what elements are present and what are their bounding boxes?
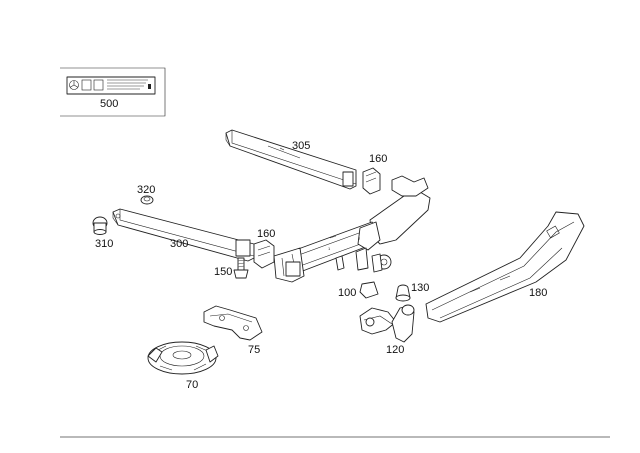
label-70: 70 <box>186 379 198 391</box>
crossbar-300 <box>112 208 255 262</box>
label-100: 100 <box>338 287 356 299</box>
label-120: 120 <box>386 344 404 356</box>
svg-text:2: 2 <box>358 236 361 241</box>
label-500: 500 <box>100 98 118 110</box>
bumper-beam-180 <box>425 211 585 323</box>
crossbar-305 <box>225 129 357 190</box>
svg-text:1: 1 <box>328 246 331 251</box>
bracket-160-upper <box>362 167 381 195</box>
clip-320 <box>140 195 154 205</box>
label-305: 305 <box>292 140 310 152</box>
carrier-100: 1 2 <box>273 175 431 283</box>
tow-ball-120 <box>359 304 415 343</box>
label-130: 130 <box>411 282 429 294</box>
label-frame-500 <box>60 67 166 117</box>
label-150: 150 <box>214 266 232 278</box>
label-310: 310 <box>95 238 113 250</box>
spare-wheel-holder-70 <box>147 341 219 375</box>
label-180: 180 <box>529 287 547 299</box>
connector-100 <box>359 281 379 299</box>
warning-sticker <box>66 76 156 95</box>
cap-130 <box>395 284 411 302</box>
bracket-160-lower <box>253 239 275 269</box>
label-75: 75 <box>248 344 260 356</box>
label-160-upper: 160 <box>369 153 387 165</box>
label-320: 320 <box>137 184 155 196</box>
label-160-lower: 160 <box>257 228 275 240</box>
bracket-assembly-75 <box>203 305 263 341</box>
screw-150 <box>233 257 249 279</box>
bolt-310 <box>92 216 108 235</box>
label-300: 300 <box>170 238 188 250</box>
